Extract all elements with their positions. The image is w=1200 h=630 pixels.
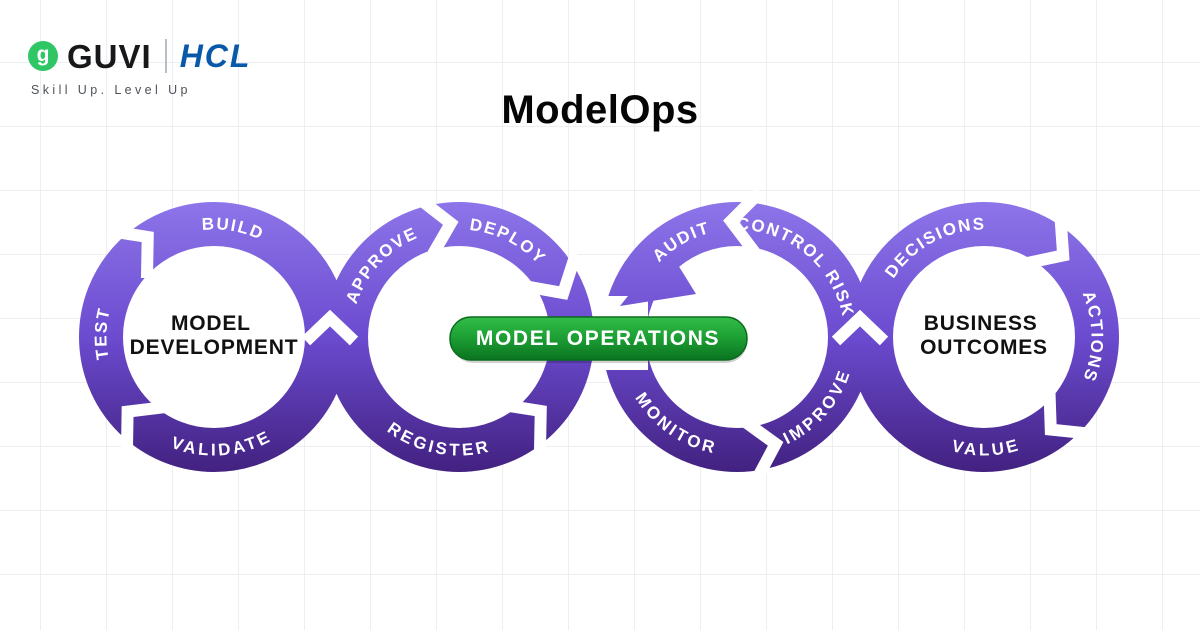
audit-arrowhead-icon <box>620 247 696 306</box>
brand-tagline: Skill Up. Level Up <box>31 83 191 97</box>
button-body <box>449 316 748 361</box>
right-circle-interior <box>892 245 1076 429</box>
model-operations-label: MODEL OPERATIONS <box>476 327 720 350</box>
guvi-logo-icon: g <box>28 41 58 71</box>
guvi-wordmark: GUVI <box>67 37 152 75</box>
ring-business-outcomes <box>849 202 1119 472</box>
label-test: TEST <box>91 305 114 361</box>
hcl-wordmark: HCL <box>179 38 252 74</box>
brand-divider <box>164 39 167 73</box>
model-operations-button: MODEL OPERATIONS <box>449 316 748 363</box>
page-title: ModelOps <box>501 88 699 132</box>
left-circle-interior <box>122 245 306 429</box>
brand-header: g GUVI HCL Skill Up. Level Up <box>28 36 251 97</box>
business-outcomes-title: BUSINESS OUTCOMES <box>920 312 1048 359</box>
model-development-title: MODEL DEVELOPMENT <box>130 312 299 359</box>
guvi-logo-glyph: g <box>36 42 50 66</box>
